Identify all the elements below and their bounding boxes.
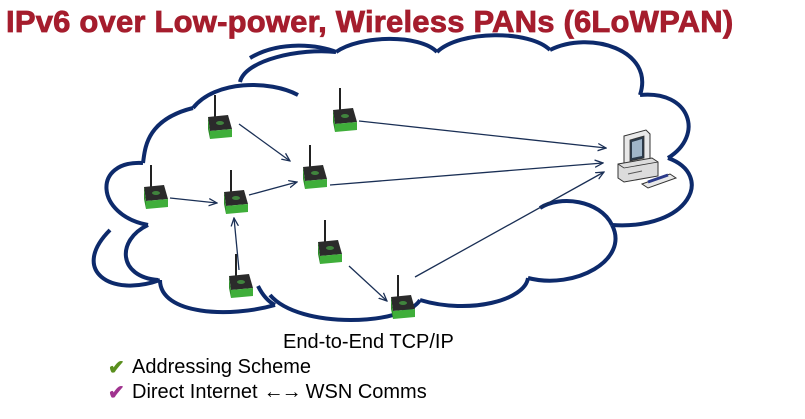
slide-title: IPv6 over Low-power, Wireless PANs (6LoW… — [6, 4, 734, 40]
sensor-node-icon — [228, 253, 254, 299]
sensor-node-icon — [143, 164, 169, 210]
link-n4-n5 — [169, 197, 217, 203]
sensor-node-icon — [390, 274, 416, 320]
link-n3-pc — [329, 163, 603, 186]
sensor-node-icon — [207, 94, 233, 140]
bullet-direct-internet: ✔ Direct Internet ←→ WSN Comms — [108, 380, 427, 405]
end-to-end-caption: End-to-End TCP/IP — [283, 331, 454, 353]
link-n8-pc — [414, 172, 604, 278]
link-n1-n3 — [238, 123, 290, 161]
computer-icon — [617, 129, 678, 189]
bullet-text-before: Direct Internet — [132, 381, 258, 403]
bullet-text-after: WSN Comms — [305, 381, 427, 403]
check-icon: ✔ — [108, 357, 125, 379]
bullet-addressing-scheme: ✔ Addressing Scheme — [108, 355, 427, 380]
link-n2-pc — [358, 120, 606, 148]
link-n5-n3 — [248, 182, 297, 196]
sensor-node-icon — [223, 169, 249, 215]
bullet-list: ✔ Addressing Scheme ✔ Direct Internet ←→… — [108, 355, 427, 405]
bidirectional-arrow-icon: ←→ — [263, 381, 302, 403]
sensor-node-icon — [302, 144, 328, 190]
cloud-outline — [91, 33, 694, 322]
link-n7-n5 — [234, 218, 240, 271]
links — [169, 120, 606, 301]
check-icon: ✔ — [108, 382, 125, 404]
sensor-node-icon — [332, 87, 358, 133]
link-n6-n8 — [348, 265, 387, 301]
sensor-node-icon — [317, 219, 343, 265]
bullet-text: Addressing Scheme — [132, 356, 311, 378]
